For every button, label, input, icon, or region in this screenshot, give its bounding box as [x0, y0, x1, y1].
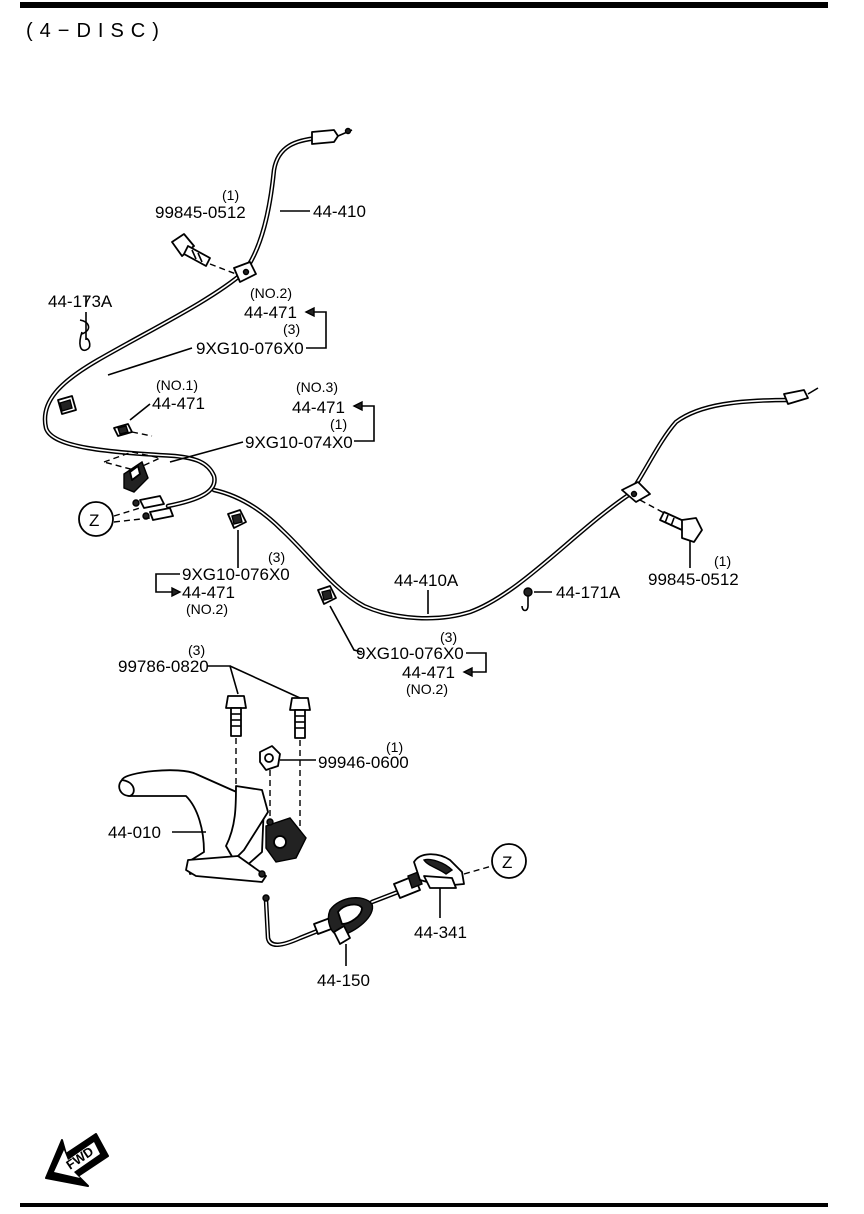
clip-no3-note: (NO.3) [296, 379, 338, 395]
clip-no2-left-part: 44-471 [182, 583, 235, 602]
bolt-lever-part: 99786-0820 [118, 657, 209, 676]
cable-44-410A [211, 387, 819, 621]
lever-label: 44-010 [108, 823, 161, 842]
clip-no2-top-part: 44-471 [244, 303, 297, 322]
clip-no2-mid-qty: (3) [440, 629, 457, 645]
header-title: (4−DISC) [26, 20, 166, 42]
spring-44-171A-label: 44-171A [556, 583, 621, 602]
clip-no2-top-qty: (3) [283, 321, 300, 337]
bolt-99845-top [171, 233, 237, 275]
cable-bracket-top [233, 261, 257, 283]
clip-no2-mid [317, 585, 363, 653]
cable-44-410A-label: 44-410A [394, 571, 459, 590]
bolt-99845-right [659, 511, 703, 568]
ref-z-right-letter: Z [502, 853, 512, 872]
clip-left-bend [57, 395, 77, 415]
cable-bracket-right [621, 481, 667, 515]
clip-no1-note: (NO.1) [156, 377, 198, 393]
bolt-top-part: 99845-0512 [155, 203, 246, 222]
clip-no2-top-sub: 9XG10-076X0 [196, 339, 304, 358]
ref-z-left-letter: Z [89, 511, 99, 530]
spring-44-173A-label: 44-173A [48, 292, 113, 311]
cable-44-410 [42, 127, 353, 521]
clip-no1-part: 44-471 [152, 394, 205, 413]
cable-44-410-label: 44-410 [313, 202, 366, 221]
clip-no2-top-note: (NO.2) [250, 285, 292, 301]
clip-no3-sub: 9XG10-074X0 [245, 433, 353, 452]
front-cable-label: 44-150 [317, 971, 370, 990]
spring-44-173A [79, 296, 91, 352]
bolt-lever-qty: (3) [188, 642, 205, 658]
bolt-right-part: 99845-0512 [648, 570, 739, 589]
bolt-lever-right [289, 697, 311, 836]
clip-no1 [113, 423, 153, 437]
bottom-border [20, 1203, 828, 1207]
nut-99946 [259, 745, 316, 824]
clip-no2-left-qty: (3) [268, 549, 285, 565]
top-border [20, 2, 828, 8]
equalizer-label: 44-341 [414, 923, 467, 942]
clip-no2-mid-note: (NO.2) [406, 681, 448, 697]
parking-lever-44-010 [118, 769, 307, 883]
clip-no2-mid-sub: 9XG10-076X0 [356, 644, 464, 663]
clip-no2-left [227, 509, 247, 568]
nut-qty: (1) [386, 739, 403, 755]
clip-no2-mid-part: 44-471 [402, 663, 455, 682]
equalizer-44-341 [413, 853, 493, 918]
ref-z-left [78, 501, 114, 537]
clip-no2-left-note: (NO.2) [186, 601, 228, 617]
clip-no3-bracket [101, 451, 163, 493]
spring-44-171A [521, 587, 552, 612]
clip-no3-part: 44-471 [292, 398, 345, 417]
ref-z-right [491, 843, 527, 879]
nut-part: 99946-0600 [318, 753, 409, 772]
front-cable-44-150 [262, 871, 423, 966]
clip-no3-qty: (1) [330, 416, 347, 432]
bolt-top-qty: (1) [222, 187, 239, 203]
bolt-right-qty: (1) [714, 553, 731, 569]
fwd-arrow-icon: FWD [45, 1133, 109, 1187]
clip-no2-left-sub: 9XG10-076X0 [182, 565, 290, 584]
